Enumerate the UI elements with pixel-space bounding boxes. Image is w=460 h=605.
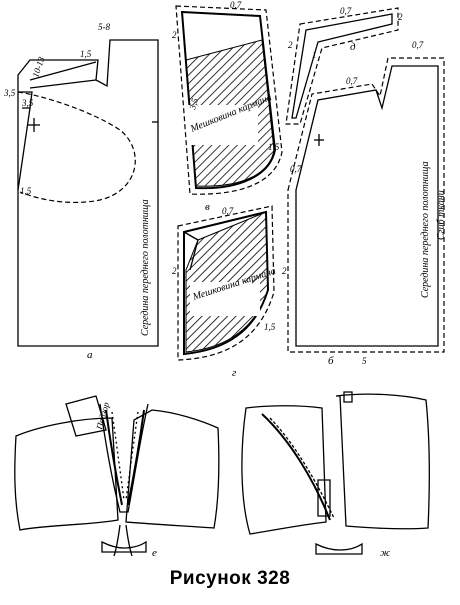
measure-a-6: 1,5 — [20, 186, 32, 196]
panel-letter-b: б — [328, 355, 334, 367]
measure-g-2: 2 — [172, 266, 177, 276]
label-fabric-fold: Сгиб ткани — [436, 190, 447, 240]
measure-d-2: 2 — [398, 12, 403, 22]
panel-zh: ж — [241, 391, 430, 559]
panel-letter-a: а — [87, 349, 93, 361]
panel-letter-v: в — [205, 201, 210, 213]
measure-b-5: 5 — [362, 356, 367, 366]
measure-a-4: 3,5 — [3, 88, 16, 98]
measure-g-1: 0,7 — [222, 206, 234, 216]
measure-a-3: 1,5 — [80, 49, 92, 59]
measure-b-2: 0,7 — [412, 40, 424, 50]
measure-d-3: 2 — [288, 40, 293, 50]
measure-g-3: 1,5 — [264, 322, 276, 332]
measure-b-4: 2 — [282, 266, 287, 276]
measure-v-3: 1,5 — [268, 142, 280, 152]
panel-g: 0,7 2 1,5 Мешковина кармана г — [172, 205, 277, 379]
panel-letter-g: г — [232, 367, 237, 379]
panel-v: 0,7 2 1,5 3,5 Мешковина кармана в — [172, 0, 283, 213]
panel-b: 0,7 0,7 0,7 2 5 Середина переднего полот… — [282, 40, 447, 367]
panel-e: Подзор е — [14, 395, 220, 559]
measure-a-2: 10-13 — [30, 55, 46, 79]
panel-letter-e: е — [152, 547, 157, 559]
panel-a: 5-8 10-13 1,5 3,5 3,5 1,5 Середина перед… — [3, 22, 159, 361]
measure-v-1: 0,7 — [230, 0, 242, 10]
measure-v-4: 3,5 — [187, 97, 200, 112]
measure-a-1: 5-8 — [98, 22, 110, 32]
measure-d-1: 0,7 — [340, 6, 352, 16]
figure-caption: Рисунок 328 — [169, 568, 291, 589]
panel-letter-zh: ж — [380, 547, 391, 559]
measure-a-5: 3,5 — [21, 98, 34, 108]
measure-b-3: 0,7 — [290, 164, 302, 174]
panel-d: 0,7 2 2 1 д — [285, 6, 403, 125]
measure-v-2: 2 — [172, 30, 177, 40]
measure-d-4: 1 — [312, 50, 317, 60]
measure-b-1: 0,7 — [346, 76, 358, 86]
panel-letter-d: д — [350, 41, 356, 53]
label-center-front-a: Середина переднего полотнища — [140, 199, 151, 336]
label-center-front-b: Середина переднего полотнища — [420, 161, 431, 298]
